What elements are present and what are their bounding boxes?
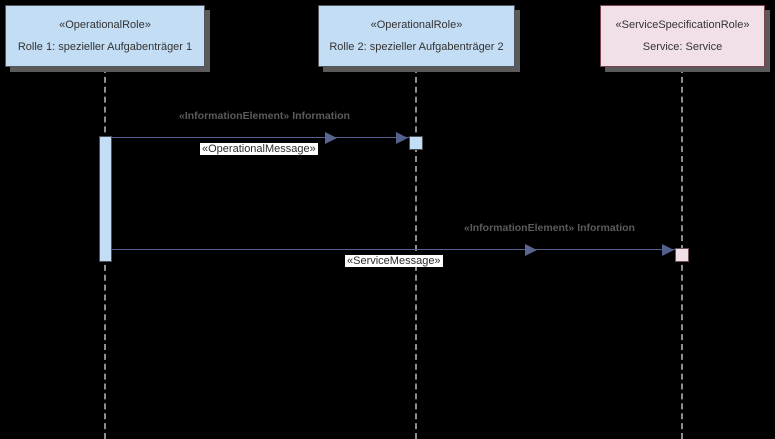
lifeline-name-role1: Rolle 1: spezieller Aufgabenträger 1 (17, 40, 193, 53)
activation-bar-role2[interactable] (409, 136, 423, 150)
lifeline-name-service: Service: Service (642, 40, 723, 53)
lifeline-stereotype-role2: «OperationalRole» (370, 18, 463, 31)
lifeline-head-role1[interactable]: «OperationalRole» Rolle 1: spezieller Au… (5, 5, 205, 67)
activation-bar-role1[interactable] (99, 136, 112, 262)
lifeline-stereotype-service: «ServiceSpecificationRole» (615, 18, 750, 31)
lifeline-name-role2: Rolle 2: spezieller Aufgabenträger 2 (329, 40, 504, 53)
lifeline-stereotype-role1: «OperationalRole» (59, 18, 151, 31)
message-arrowhead-mid-service (525, 244, 537, 256)
lifeline-axis-role2 (415, 67, 417, 439)
message-line-operational[interactable] (106, 137, 409, 138)
message-arrowhead-service (662, 244, 674, 256)
lifeline-head-service[interactable]: «ServiceSpecificationRole» Service: Serv… (600, 5, 765, 67)
message-label-service-message: «ServiceMessage» (345, 255, 443, 267)
message-line-service[interactable] (112, 249, 675, 250)
message-label-operational-message: «OperationalMessage» (200, 143, 318, 155)
activation-bar-service[interactable] (675, 248, 689, 262)
message-label-information-operational: «InformationElement» Information (179, 110, 350, 122)
message-arrowhead-mid-operational (325, 132, 337, 144)
message-label-information-service: «InformationElement» Information (464, 222, 635, 234)
lifeline-head-role2[interactable]: «OperationalRole» Rolle 2: spezieller Au… (318, 5, 515, 67)
message-arrowhead-operational (396, 132, 408, 144)
